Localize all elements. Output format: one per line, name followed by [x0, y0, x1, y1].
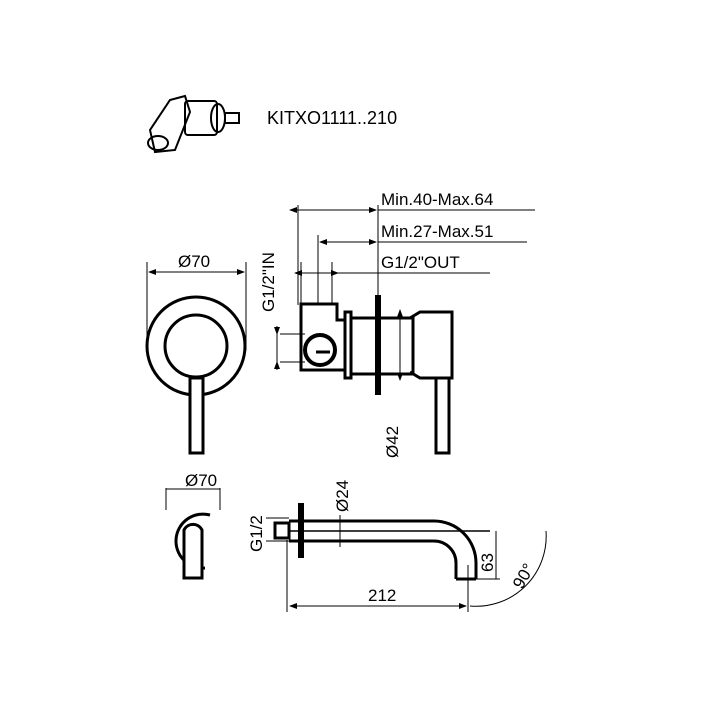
inlet-thread-label: G1/2"IN	[259, 252, 278, 312]
mixer-front-view	[145, 262, 247, 455]
dim-min27-max51: Min.27-Max.51	[381, 222, 493, 241]
outlet-thread-label: G1/2"OUT	[381, 253, 460, 272]
spout-thread-label: G1/2	[247, 515, 266, 552]
body-diameter-label: Ø42	[383, 426, 402, 458]
kit-code: KITXO1111..210	[267, 108, 397, 128]
spout-length-label: 212	[368, 586, 396, 605]
spout-angle-label: 90°	[509, 560, 538, 592]
dim-min40-max64: Min.40-Max.64	[381, 190, 493, 209]
spout-front-view	[165, 488, 221, 580]
spout-side-view	[266, 503, 547, 612]
rosette-diameter-label: Ø70	[178, 252, 210, 271]
valve-cartridge-icon	[147, 94, 240, 154]
tube-diameter-label: Ø24	[333, 480, 352, 512]
mixer-side-view	[274, 205, 535, 455]
spout-rosette-diameter-label: Ø70	[185, 471, 217, 490]
spout-drop-label: 63	[478, 553, 497, 572]
